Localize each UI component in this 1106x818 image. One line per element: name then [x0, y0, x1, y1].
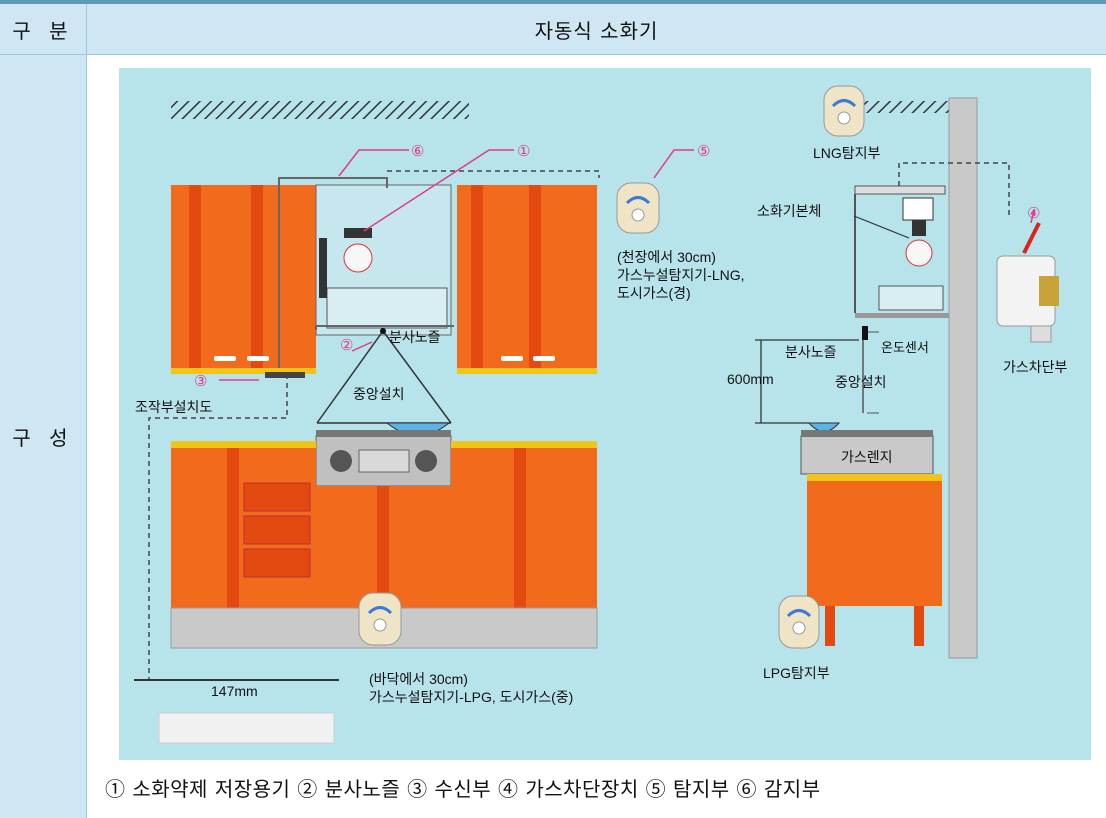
- detector-ceiling-note-3: 도시가스(경): [617, 285, 691, 301]
- control-dashed-line: [148, 374, 288, 680]
- row-label-cell: 구 성: [0, 55, 87, 818]
- nameplate: [158, 712, 335, 744]
- gas-shutoff-device: [996, 222, 1059, 343]
- detector-lng: [823, 85, 865, 137]
- lng-detector-label: LNG탐지부: [813, 145, 881, 161]
- marker-3: ③: [194, 373, 207, 390]
- diagram-background: [119, 68, 1091, 760]
- header-category-cell: 구 분: [0, 4, 87, 55]
- floor-note-2: 가스누설탐지기-LPG, 도시가스(중): [369, 689, 573, 705]
- spray-nozzle-front-label: 분사노즐: [389, 329, 441, 345]
- side-cabinet-lower: [807, 474, 942, 646]
- lpg-detector-label: LPG탐지부: [763, 665, 830, 681]
- marker-2: ②: [340, 337, 353, 354]
- marker-4: ④: [1027, 205, 1040, 222]
- control-unit-location-label: 조작부설치도: [135, 399, 212, 415]
- wall: [948, 97, 978, 659]
- detector-ceiling-note-2: 가스누설탐지기-LNG,: [617, 267, 745, 283]
- detector-floor: [358, 592, 402, 646]
- side-cabinet-upper: [807, 185, 949, 432]
- detector-upper: [616, 182, 660, 234]
- marker-5: ⑤: [697, 143, 710, 160]
- dim-147-label: 147mm: [211, 683, 258, 699]
- dim-600-label: 600mm: [727, 371, 774, 387]
- table-top-rule: [0, 0, 1106, 4]
- floor-note-1: (바닥에서 30cm): [369, 671, 468, 687]
- gas-shutoff-label: 가스차단부: [1003, 359, 1068, 375]
- marker-1: ①: [517, 143, 530, 160]
- detector-ceiling-note-1: (천장에서 30cm): [617, 249, 716, 265]
- detector-dashed-line: [387, 170, 600, 178]
- center-install-front-label: 중앙설치: [353, 386, 405, 402]
- side-dashed-line: [898, 162, 1010, 218]
- legend-caption: ① 소화약제 저장용기 ② 분사노즐 ③ 수신부 ④ 가스차단장치 ⑤ 탐지부 …: [105, 776, 821, 801]
- spray-nozzle-side-label: 분사노즐: [785, 344, 837, 360]
- header-title-cell: 자동식 소화기: [87, 4, 1106, 55]
- leader-lines: [219, 149, 1035, 381]
- upper-cabinet-right: [457, 185, 597, 374]
- gas-range-label: 가스렌지: [841, 449, 893, 465]
- temp-sensor-label: 온도센서: [881, 340, 929, 355]
- ceiling-hatch: [171, 101, 469, 119]
- side-stove: [800, 430, 934, 475]
- extinguisher-body-leader: [853, 215, 910, 239]
- upper-cabinet-left: [171, 185, 316, 374]
- hood-area: [278, 177, 454, 368]
- installation-diagram: ⑥ ① ⑤ ② ③ ④ (천장에서 30cm) 가스누설탐지기-LNG, 도시가…: [119, 68, 1091, 760]
- marker-6: ⑥: [411, 143, 424, 160]
- center-install-side-label: 중앙설치: [835, 374, 887, 390]
- stove-front: [315, 430, 452, 487]
- extinguisher-body-label: 소화기본체: [757, 203, 821, 219]
- control-unit: [265, 372, 305, 378]
- detector-lpg: [778, 595, 820, 649]
